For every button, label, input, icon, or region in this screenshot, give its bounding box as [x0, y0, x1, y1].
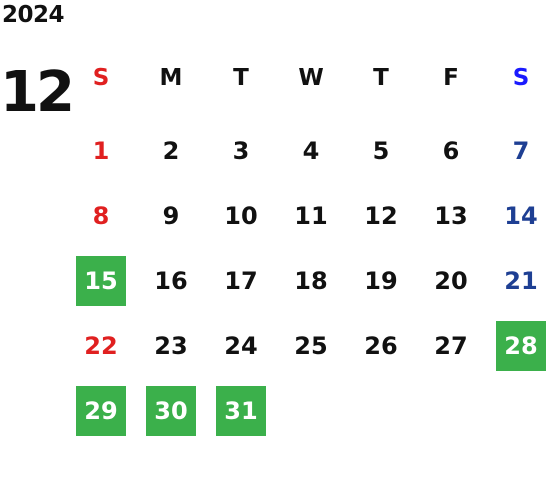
day-cell[interactable]: 14 [504, 201, 538, 230]
day-cell[interactable]: 12 [364, 201, 398, 230]
day-cell[interactable]: 25 [294, 331, 328, 360]
weekday-header-sat: S [512, 64, 530, 91]
year-label: 2024 [2, 2, 65, 28]
day-cell[interactable]: 2 [162, 136, 180, 165]
day-cell-highlighted[interactable]: 30 [136, 378, 206, 443]
day-cell[interactable]: 23 [154, 331, 188, 360]
day-cell[interactable]: 5 [372, 136, 390, 165]
weekday-header-tue: T [233, 64, 249, 91]
day-cell[interactable]: 21 [504, 266, 538, 295]
day-cell[interactable]: 20 [434, 266, 468, 295]
day-cell[interactable]: 24 [224, 331, 258, 360]
day-cell[interactable]: 22 [84, 331, 118, 360]
day-cell-highlighted[interactable]: 15 [66, 248, 136, 313]
weekday-header-thu: T [373, 64, 389, 91]
day-cell[interactable]: 4 [302, 136, 320, 165]
day-cell[interactable]: 10 [224, 201, 258, 230]
day-cell[interactable]: 16 [154, 266, 188, 295]
day-cell[interactable]: 13 [434, 201, 468, 230]
day-cell[interactable]: 18 [294, 266, 328, 295]
day-cell[interactable]: 6 [442, 136, 460, 165]
day-cell[interactable]: 3 [232, 136, 250, 165]
month-number: 12 [0, 60, 75, 125]
day-cell[interactable]: 8 [92, 201, 110, 230]
day-cell[interactable]: 27 [434, 331, 468, 360]
day-cell-highlighted[interactable]: 31 [206, 378, 276, 443]
weekday-header-sun: S [92, 64, 110, 91]
weekday-header-fri: F [443, 64, 459, 91]
day-cell[interactable]: 19 [364, 266, 398, 295]
day-cell[interactable]: 9 [162, 201, 180, 230]
weekday-header-mon: M [159, 64, 183, 91]
day-cell[interactable]: 17 [224, 266, 258, 295]
day-cell[interactable]: 11 [294, 201, 328, 230]
day-cell-highlighted[interactable]: 28 [486, 313, 548, 378]
day-cell[interactable]: 7 [512, 136, 530, 165]
day-cell-highlighted[interactable]: 29 [66, 378, 136, 443]
day-cell[interactable]: 26 [364, 331, 398, 360]
weekday-header-wed: W [298, 64, 324, 91]
day-cell[interactable]: 1 [92, 136, 110, 165]
